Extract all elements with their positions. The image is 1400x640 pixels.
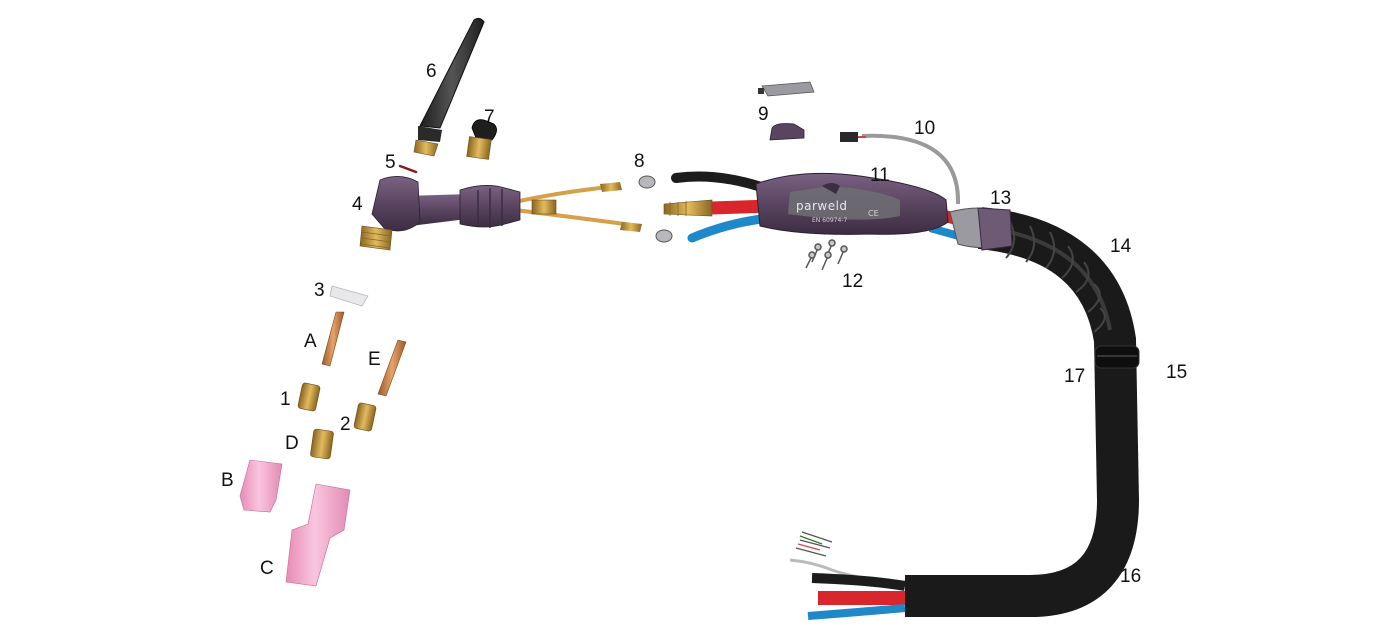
brand-logo-text: parweld: [796, 199, 848, 213]
callout-13: 13: [990, 188, 1011, 209]
callout-14: 14: [1110, 236, 1132, 257]
callout-12: 12: [842, 271, 863, 292]
callout-6: 6: [426, 61, 437, 82]
callout-d: D: [285, 433, 299, 454]
collet-body-1: [297, 382, 321, 412]
callout-c: C: [260, 558, 274, 579]
brand-standard-text: EN 60974-7: [812, 217, 847, 224]
torch-head-body: [359, 176, 642, 251]
callout-4: 4: [352, 194, 363, 215]
callout-e: E: [368, 349, 381, 370]
callout-2: 2: [340, 414, 351, 435]
callout-a: A: [304, 331, 317, 352]
back-cap-short: [466, 119, 497, 160]
ce-mark-text: CE: [868, 209, 879, 218]
collet-a: [321, 311, 345, 367]
callout-17: 17: [1064, 366, 1085, 387]
switch-module: [758, 81, 815, 141]
callout-15: 15: [1166, 362, 1187, 383]
callout-10: 10: [914, 118, 935, 139]
gas-lens-body-d: [310, 428, 334, 460]
callout-11: 11: [870, 165, 890, 186]
handle-screws: [805, 239, 848, 271]
o-ring: [398, 164, 418, 174]
callout-5: 5: [385, 152, 396, 173]
callout-16: 16: [1120, 566, 1141, 587]
hose-clamps: [638, 175, 673, 243]
collet-body-2: [353, 402, 377, 432]
callout-8: 8: [634, 151, 645, 172]
callout-1: 1: [280, 389, 291, 410]
collet-e: [377, 339, 407, 397]
handle: parweld EN 60974-7 CE: [755, 172, 949, 235]
heat-shield-washer: [329, 285, 369, 307]
callout-7: 7: [484, 107, 495, 128]
callout-3: 3: [314, 280, 325, 301]
callout-9: 9: [758, 104, 769, 125]
callout-b: B: [221, 470, 234, 491]
ceramic-nozzle-c: [285, 483, 351, 587]
back-cap-long: [413, 17, 485, 157]
ceramic-nozzle-b: [239, 459, 283, 513]
